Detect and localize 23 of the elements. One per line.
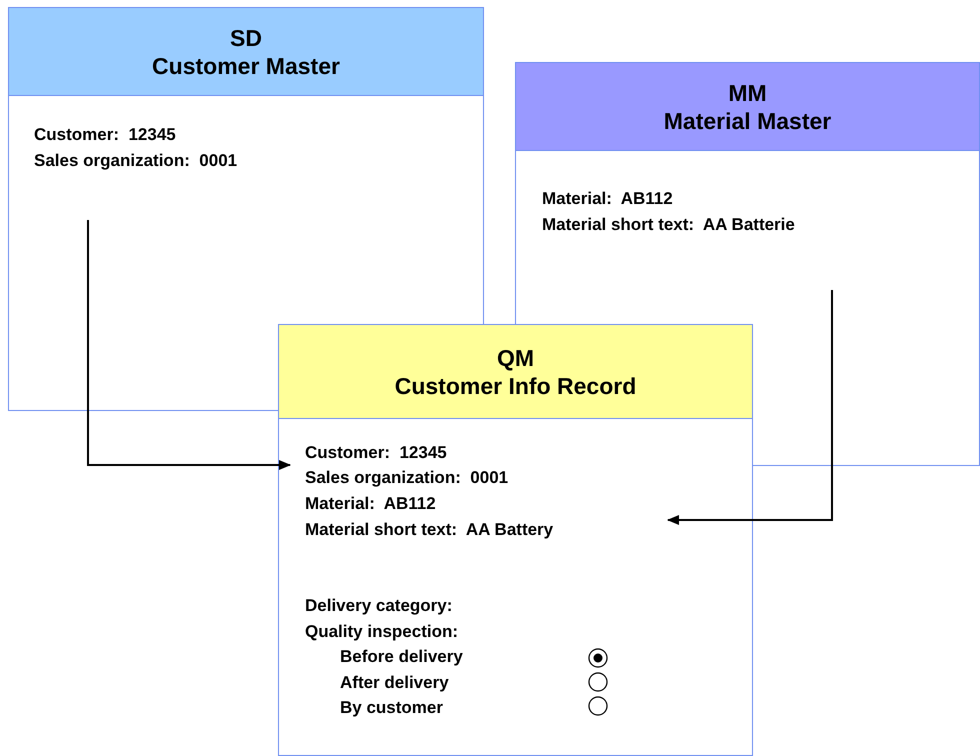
radio-button — [588, 672, 608, 692]
field-text: Material short text: AA Battery — [305, 519, 554, 541]
card-header: QM Customer Info Record — [279, 325, 752, 419]
field-text: Sales organization: 0001 — [305, 467, 508, 489]
field-text: Material short text: AA Batterie — [542, 214, 795, 236]
field-text: After delivery — [340, 672, 449, 694]
field-text: Delivery category: — [305, 595, 452, 617]
field-text: Customer: 12345 — [305, 442, 447, 464]
card-header: SD Customer Master — [9, 8, 483, 96]
radio-button — [588, 696, 608, 716]
record-card — [515, 62, 980, 324]
field-text: Quality inspection: — [305, 621, 458, 643]
selected-radio-button — [588, 648, 608, 668]
field-text: Customer: 12345 — [34, 124, 176, 146]
arrow — [667, 290, 833, 525]
record-card — [278, 324, 753, 756]
field-text: By customer — [340, 697, 443, 719]
field-text: Material: AB112 — [542, 188, 673, 210]
field-text: Before delivery — [340, 646, 463, 668]
arrow — [87, 220, 291, 470]
card-header: MM Material Master — [516, 63, 979, 151]
field-text: Material: AB112 — [305, 493, 436, 515]
field-text: Sales organization: 0001 — [34, 150, 238, 172]
